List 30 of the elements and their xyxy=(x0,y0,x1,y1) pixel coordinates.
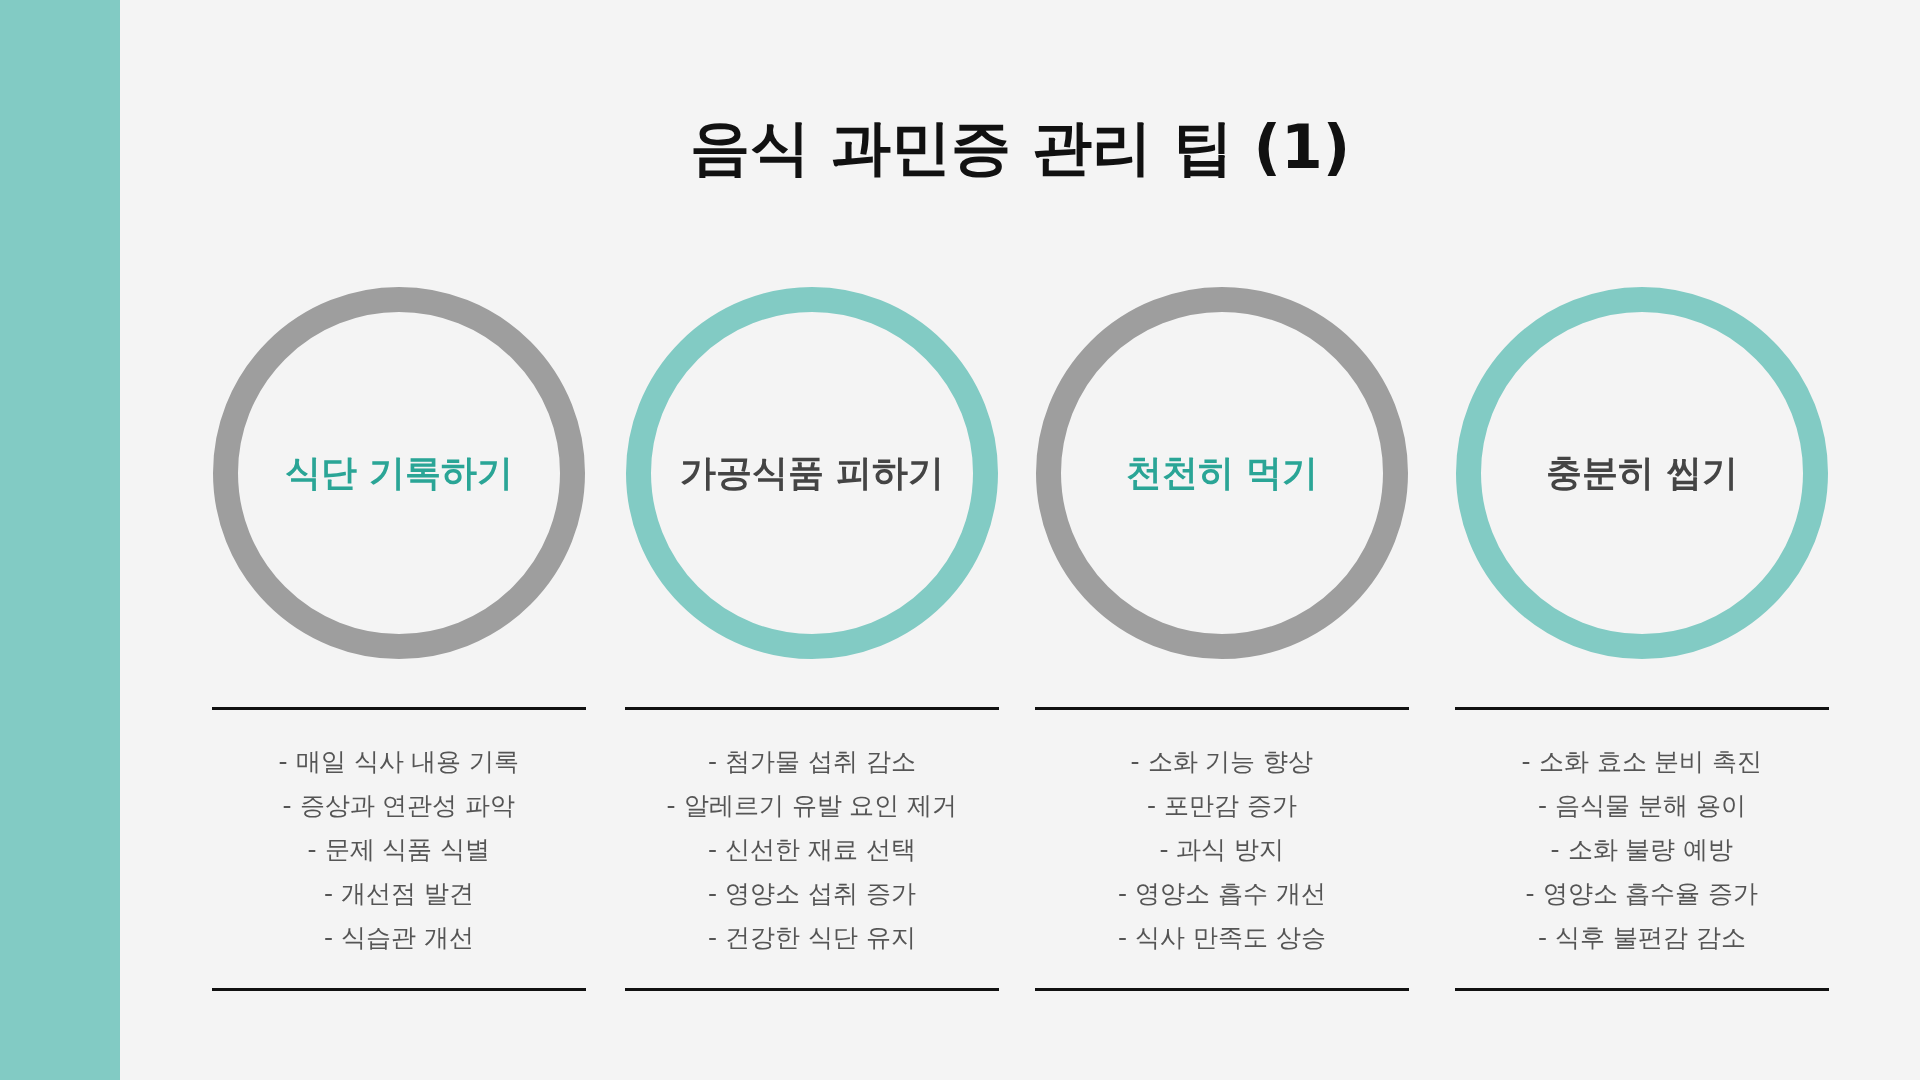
list-item: - 음식물 분해 용이 xyxy=(1538,790,1746,822)
list-item: - 알레르기 유발 요인 제거 xyxy=(666,790,958,822)
ring-node xyxy=(1456,287,1828,659)
ring-node xyxy=(213,287,585,659)
title: 음식 과민증 관리 팁 (1) xyxy=(689,111,1351,184)
list-item: - 소화 효소 분비 촉진 xyxy=(1521,746,1763,778)
list-item: - 신선한 재료 선택 xyxy=(708,834,916,866)
node-heading: 가공식품 피하기 xyxy=(679,450,945,495)
ring-node xyxy=(626,287,998,659)
node-heading: 충분히 씹기 xyxy=(1545,450,1739,495)
list-item: - 포만감 증가 xyxy=(1147,790,1297,822)
list-item: - 매일 식사 내용 기록 xyxy=(278,746,520,778)
list-item: - 영양소 흡수율 증가 xyxy=(1525,878,1759,910)
list-item: - 문제 식품 식별 xyxy=(307,834,491,866)
node-heading: 천천히 먹기 xyxy=(1125,450,1319,495)
node-heading: 식단 기록하기 xyxy=(284,450,514,495)
list-item: - 증상과 연관성 파악 xyxy=(282,790,516,822)
list-item: - 영양소 섭취 증가 xyxy=(708,878,916,910)
list-item: - 과식 방지 xyxy=(1159,834,1285,866)
list-item: - 소화 불량 예방 xyxy=(1550,834,1734,866)
list-item: - 개선점 발견 xyxy=(324,878,474,910)
list-item: - 첨가물 섭취 감소 xyxy=(708,746,916,778)
list-item: - 영양소 흡수 개선 xyxy=(1118,878,1326,910)
list-item: - 식사 만족도 상승 xyxy=(1118,922,1326,954)
list-item: - 건강한 식단 유지 xyxy=(708,922,916,954)
list-item: - 식습관 개선 xyxy=(324,922,474,954)
side-band xyxy=(0,0,120,1080)
ring-node xyxy=(1036,287,1408,659)
list-item: - 식후 불편감 감소 xyxy=(1538,922,1746,954)
list-item: - 소화 기능 향상 xyxy=(1130,746,1314,778)
